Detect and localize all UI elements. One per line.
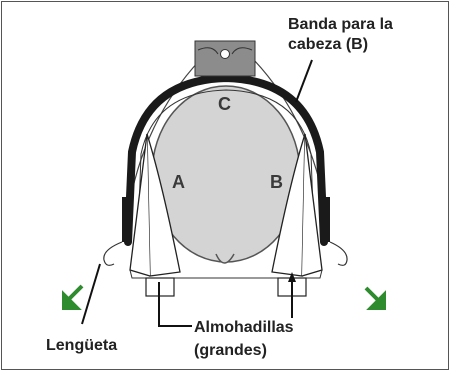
left-pull-arrow	[62, 284, 84, 310]
pads-leader-arrowhead	[288, 272, 296, 282]
left-pad-side	[129, 133, 151, 277]
headband-inner-edge	[137, 89, 315, 239]
headband-right-end	[321, 197, 330, 242]
nose-shape	[215, 253, 235, 264]
headband	[124, 73, 328, 246]
letter-b: B	[270, 172, 283, 192]
letter-c: C	[218, 94, 231, 114]
headband-leader	[295, 59, 313, 103]
pads-leader-left	[158, 282, 192, 327]
headband-left-end	[122, 197, 131, 242]
letter-a: A	[172, 172, 185, 192]
left-tab	[103, 241, 123, 266]
headband-label-line1: Banda para la	[288, 16, 393, 33]
headband-label-line2: cabeza (B)	[288, 36, 368, 53]
rear-block-loops	[197, 47, 253, 55]
left-pad	[146, 133, 181, 277]
pads-label-line1: Almohadillas	[194, 319, 294, 336]
rear-block-hole	[220, 49, 230, 59]
pads-label-line2: (grandes)	[194, 342, 267, 359]
right-pull-arrow	[364, 286, 386, 310]
right-pad	[271, 133, 306, 277]
right-tab	[329, 241, 348, 266]
bottom-strap	[129, 269, 323, 279]
headgear-diagram: C A B Banda para la cabeza (B) Almohadil…	[46, 16, 393, 359]
tab-label: Lengüeta	[46, 337, 117, 354]
tab-leader	[81, 263, 101, 325]
